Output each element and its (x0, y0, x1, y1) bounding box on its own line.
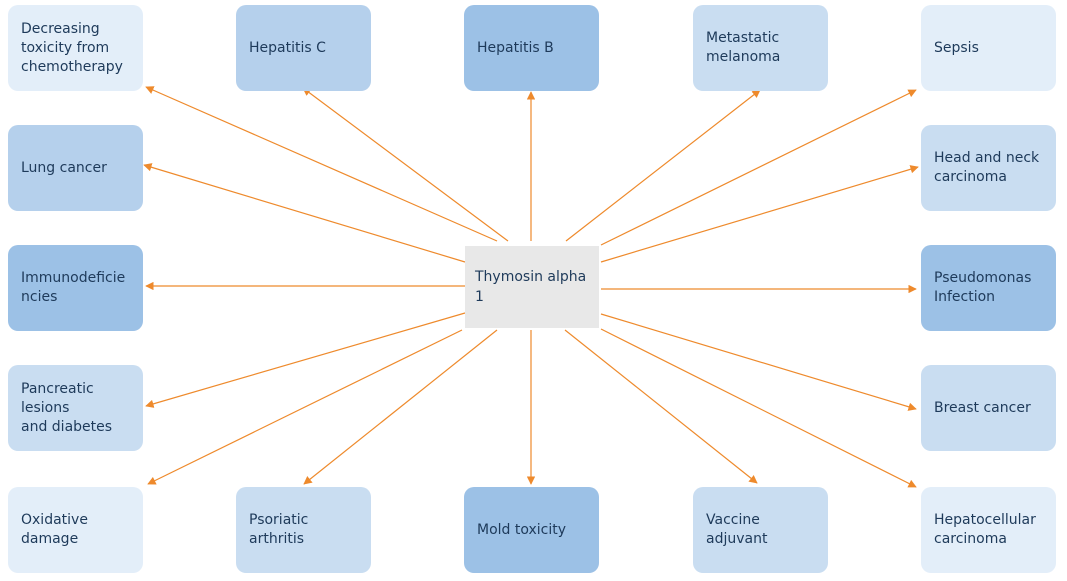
arrow-to-head-neck-carcinoma (600, 165, 919, 263)
arrow-to-hepatocellular-carcinoma (600, 328, 917, 488)
node-oxidative-damage: Oxidative damage (8, 487, 143, 573)
arrow-to-pancreatic-lesions (145, 312, 466, 408)
arrow-to-decreasing-toxicity (145, 86, 498, 242)
node-hepatitis-c: Hepatitis C (236, 5, 371, 91)
node-head-neck-carcinoma: Head and neck carcinoma (921, 125, 1056, 211)
arrow-to-vaccine-adjuvant (564, 329, 758, 484)
node-lung-cancer: Lung cancer (8, 125, 143, 211)
node-breast-cancer: Breast cancer (921, 365, 1056, 451)
arrow-to-psoriatic-arthritis (303, 329, 498, 485)
node-hepatocellular-carcinoma: Hepatocellular carcinoma (921, 487, 1056, 573)
node-mold-toxicity: Mold toxicity (464, 487, 599, 573)
arrow-to-sepsis (600, 89, 917, 246)
node-pseudomonas-infection: Pseudomonas Infection (921, 245, 1056, 331)
node-vaccine-adjuvant: Vaccine adjuvant (693, 487, 828, 573)
node-decreasing-toxicity: Decreasing toxicity from chemotherapy (8, 5, 143, 91)
arrow-to-hepatitis-c (302, 87, 509, 242)
node-sepsis: Sepsis (921, 5, 1056, 91)
arrow-to-metastatic-melanoma (565, 89, 761, 242)
node-immunodeficiencies: Immunodeficie ncies (8, 245, 143, 331)
arrow-to-breast-cancer (600, 313, 917, 411)
node-hepatitis-b: Hepatitis B (464, 5, 599, 91)
node-psoriatic-arthritis: Psoriatic arthritis (236, 487, 371, 573)
arrow-to-lung-cancer (143, 163, 466, 263)
node-pancreatic-lesions: Pancreatic lesions and diabetes (8, 365, 143, 451)
arrow-to-oxidative-damage (147, 329, 463, 485)
node-metastatic-melanoma: Metastatic melanoma (693, 5, 828, 91)
center-node: Thymosin alpha 1 (465, 246, 599, 328)
